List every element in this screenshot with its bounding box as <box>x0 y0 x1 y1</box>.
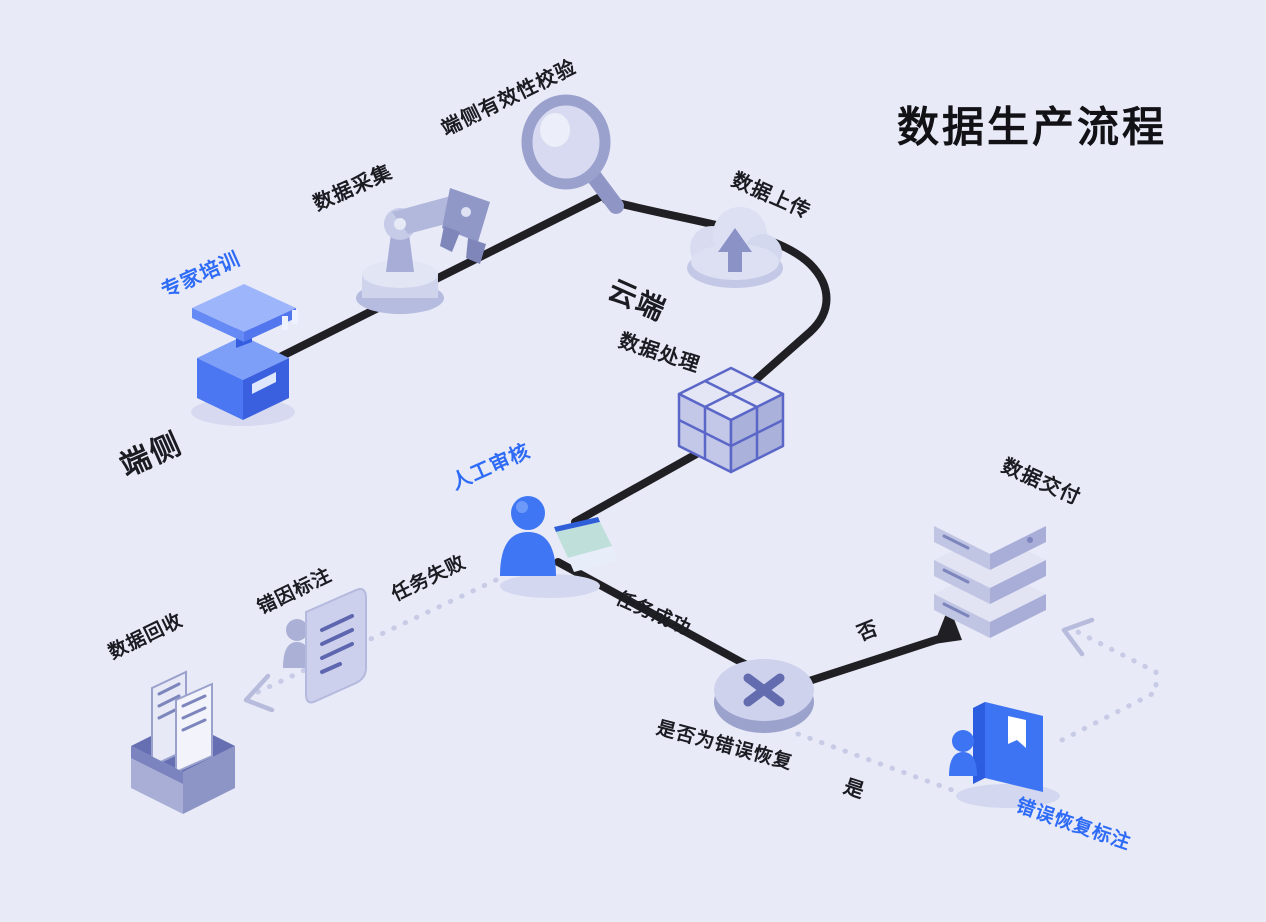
delivery-arrowhead <box>934 606 962 644</box>
flow-decision-to-delivery <box>802 632 952 686</box>
flow-processing-to-review <box>571 448 704 526</box>
robot-arm-icon <box>356 188 490 314</box>
cube-icon <box>677 366 785 474</box>
recovery-arrowhead <box>1061 617 1095 657</box>
book-person-icon <box>949 702 1060 808</box>
magnifier-icon <box>521 94 624 214</box>
reviewer-laptop-icon <box>500 496 618 598</box>
diagram-title: 数据生产流程 <box>896 103 1168 151</box>
decision-x-icon <box>714 659 814 733</box>
flow-validation-to-processing <box>602 196 831 396</box>
flow-yes-dotted <box>795 731 955 793</box>
server-icon <box>934 498 1046 638</box>
flow-recovery-return-dotted <box>1059 625 1159 743</box>
cloud-upload-icon <box>687 207 783 288</box>
recycle-arrowhead <box>243 673 275 713</box>
recycle-box-icon <box>131 670 235 814</box>
podium-icon <box>191 284 298 426</box>
document-person-icon <box>283 588 367 704</box>
